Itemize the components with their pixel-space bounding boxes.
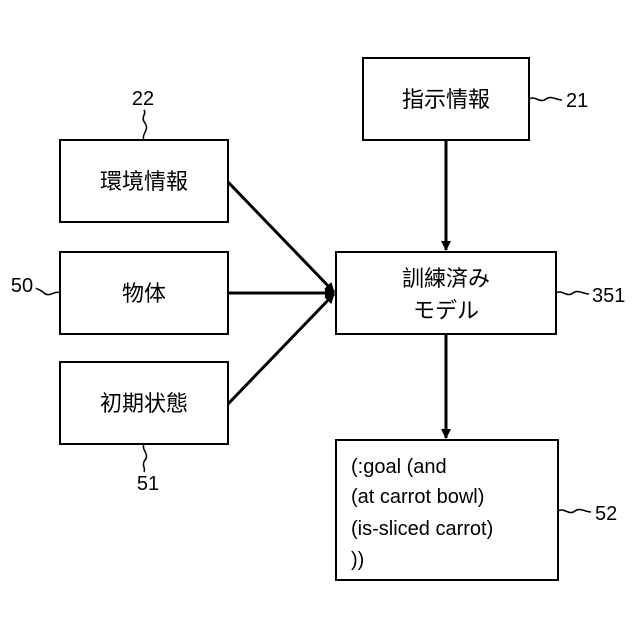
ref-51: 51 [137,473,159,495]
arrow-state-to-model [228,294,334,404]
instruction-info-label: 指示情報 [402,88,490,113]
leader-21 [529,97,562,100]
leader-50 [36,288,60,295]
ref-22: 22 [132,88,154,110]
ref-52: 52 [595,503,617,525]
arrow-env-to-model [228,182,334,292]
output-line-1: (:goal (and [351,456,447,478]
output-line-4: )) [351,549,364,571]
ref-21: 21 [566,90,588,112]
object-label: 物体 [122,282,166,307]
initial-state-label: 初期状態 [100,392,188,417]
trained-model-label-line1: 訓練済み [402,267,490,292]
output-line-3: (is-sliced carrot) [351,518,493,540]
leader-52 [558,509,591,512]
output-line-2: (at carrot bowl) [351,486,484,508]
leader-51 [143,444,146,472]
leader-22 [143,110,146,140]
trained-model-label-line2: モデル [413,299,479,324]
env-info-label: 環境情報 [100,170,188,195]
leader-351 [556,291,589,294]
ref-351: 351 [592,285,625,307]
ref-50: 50 [11,275,33,297]
